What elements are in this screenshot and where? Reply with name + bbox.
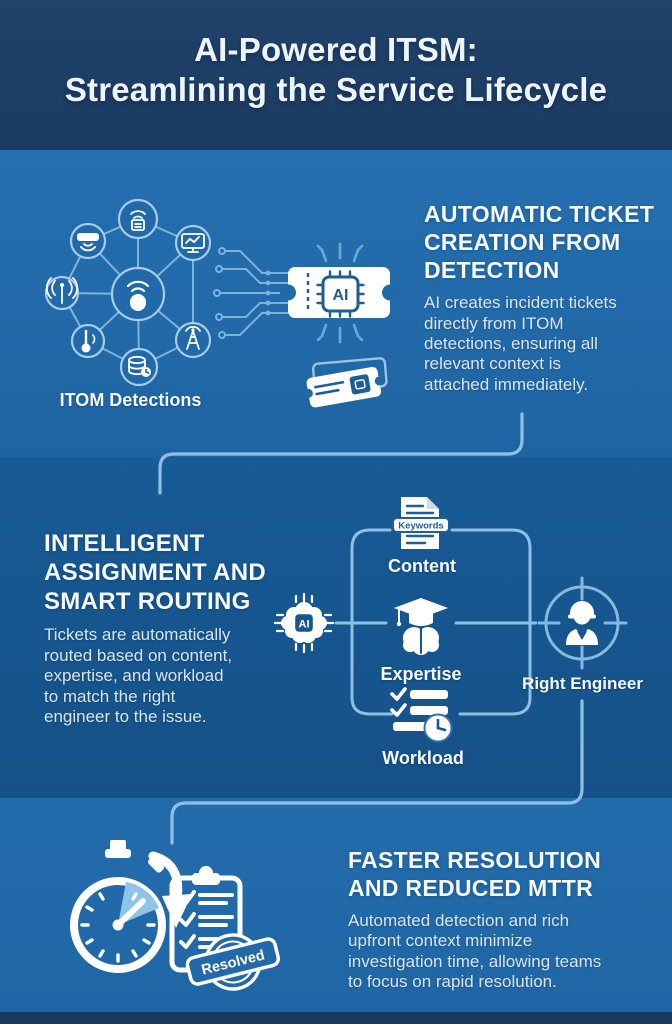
ticket-rays [316, 242, 364, 344]
ai-ticket-icon: AI [280, 242, 398, 408]
thermometer-icon [81, 329, 96, 353]
expertise-label: Expertise [380, 664, 462, 684]
itom-network-diagram [44, 198, 212, 387]
right-engineer-label: Right Engineer [522, 674, 643, 693]
ai-brain-pins [273, 592, 335, 654]
section-ticket-creation-text: AUTOMATIC TICKET CREATION FROM DETECTION… [424, 200, 656, 395]
workload-label: Workload [382, 748, 464, 768]
header-band [0, 0, 672, 150]
resolution-illustration: Resolved [70, 840, 281, 991]
monitor-chart-icon [181, 233, 205, 253]
ticket-chip-label: AI [333, 287, 349, 304]
wifi-sensor-icon [126, 280, 150, 311]
svg-text:Keywords: Keywords [398, 521, 443, 532]
section-faster-resolution-text: FASTER RESOLUTION AND REDUCED MTTR Autom… [348, 846, 648, 993]
itom-detections-label: ITOM Detections [59, 390, 202, 410]
section-title: FASTER RESOLUTION AND REDUCED MTTR [348, 847, 602, 902]
section-body: Automated detection and rich upfront con… [348, 911, 602, 992]
footer-band [0, 1012, 672, 1024]
right-engineer-icon [538, 576, 628, 670]
mini-tickets-icon [303, 357, 388, 408]
router-icon [77, 233, 99, 252]
section-title: AUTOMATIC TICKET CREATION FROM DETECTION [424, 201, 655, 284]
section-title: INTELLIGENT ASSIGNMENT AND SMART ROUTING [44, 530, 266, 615]
database-clock-icon [128, 355, 151, 377]
document-signal-icon [130, 210, 146, 231]
cell-tower-icon [185, 325, 201, 350]
antenna-icon [45, 277, 79, 304]
content-document-icon: Keywords [392, 497, 450, 549]
keywords-tag: Keywords [392, 517, 450, 533]
content-label: Content [388, 556, 456, 576]
section-body: AI creates incident tickets directly fro… [424, 293, 617, 394]
stopwatch-icon [70, 840, 166, 973]
ai-brain-icon: AI [273, 592, 335, 654]
ai-chip: AI [316, 270, 365, 318]
page-title: AI-Powered ITSM: Streamlining the Servic… [64, 31, 608, 109]
resolved-stamp: Resolved [185, 933, 281, 991]
brain-chip-label: AI [299, 619, 310, 631]
target-crosshair-icon [538, 576, 628, 670]
expertise-icon [394, 598, 448, 655]
section-body: Tickets are automatically routed based o… [44, 625, 233, 726]
section-smart-routing-text: INTELLIGENT ASSIGNMENT AND SMART ROUTING… [44, 530, 292, 727]
workload-icon [390, 687, 453, 743]
